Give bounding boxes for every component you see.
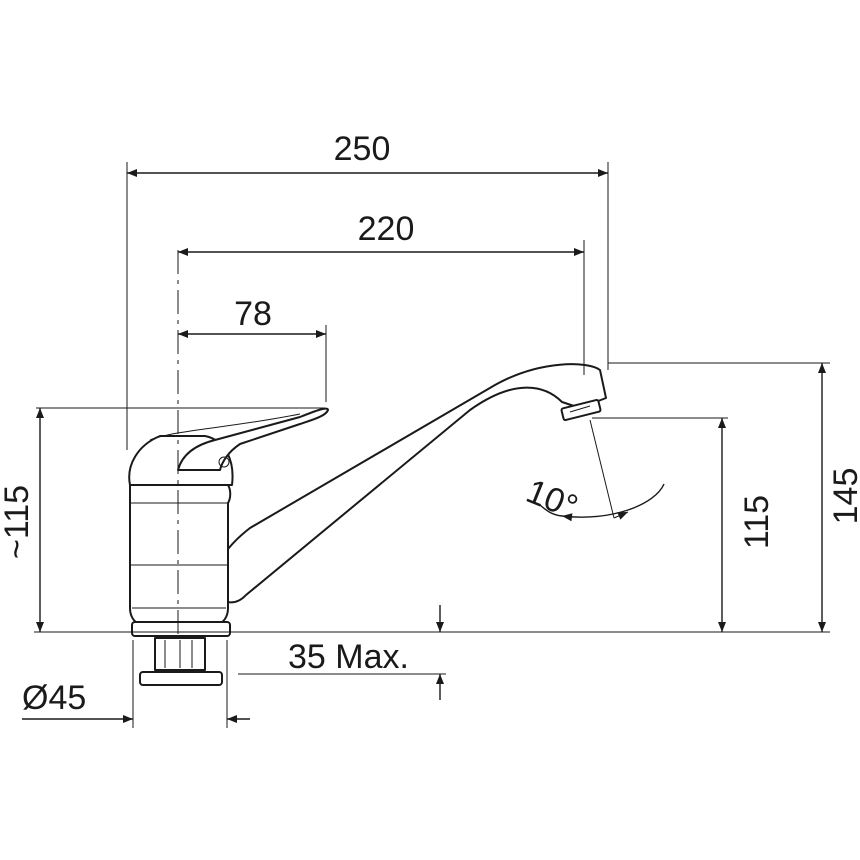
label-35-max: 35 Max. bbox=[288, 638, 409, 676]
base-ring bbox=[131, 621, 231, 637]
dimension-lines bbox=[22, 169, 826, 723]
label-220: 220 bbox=[358, 210, 415, 248]
mixer-body bbox=[129, 484, 232, 623]
label-swivel-angle: 10° bbox=[521, 472, 583, 526]
faucet-outline bbox=[128, 250, 607, 686]
label-115: 115 bbox=[738, 495, 776, 549]
lever-handle bbox=[177, 407, 329, 471]
label-body-height: ~115 bbox=[0, 485, 36, 559]
aerator bbox=[560, 399, 602, 421]
extension-lines bbox=[34, 162, 830, 728]
fixing-nut bbox=[139, 671, 223, 686]
dimension-labels: 250 220 78 ~115 115 145 35 Max. Ø45 10° bbox=[0, 130, 860, 717]
spout bbox=[211, 363, 607, 604]
swivel-angle-arc bbox=[561, 483, 665, 522]
label-78: 78 bbox=[234, 295, 272, 333]
label-diameter-45: Ø45 bbox=[22, 679, 86, 717]
label-145: 145 bbox=[827, 468, 860, 525]
label-250: 250 bbox=[334, 130, 391, 168]
